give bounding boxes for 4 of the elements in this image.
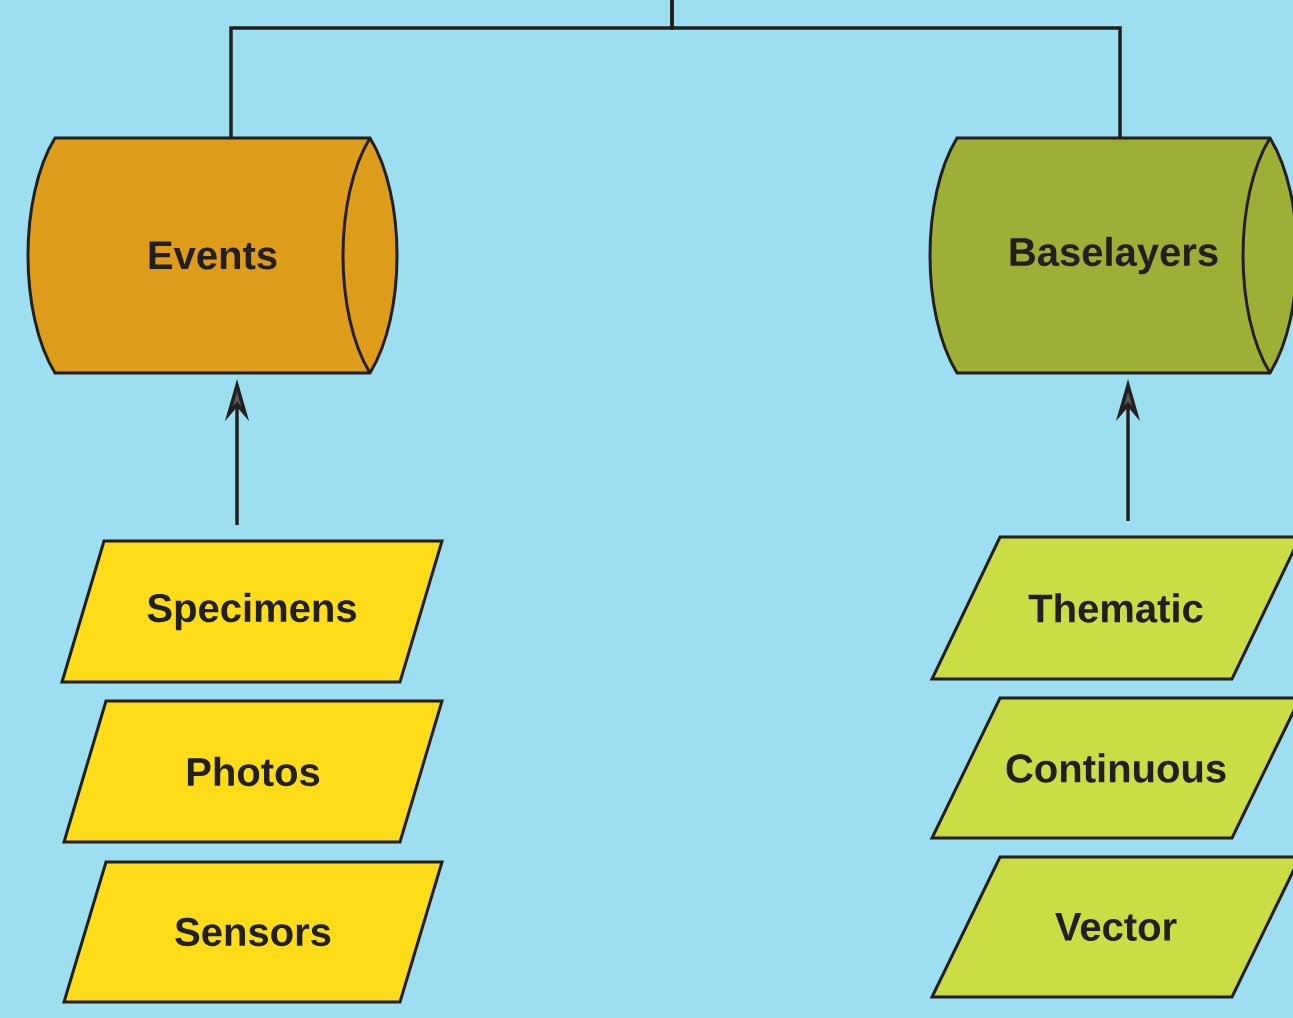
storage-cylinder: Baselayers (928, 136, 1293, 375)
connector-line (670, 0, 1122, 138)
data-parallelogram: Sensors (62, 860, 445, 1004)
storage-cylinder: Events (26, 136, 399, 375)
